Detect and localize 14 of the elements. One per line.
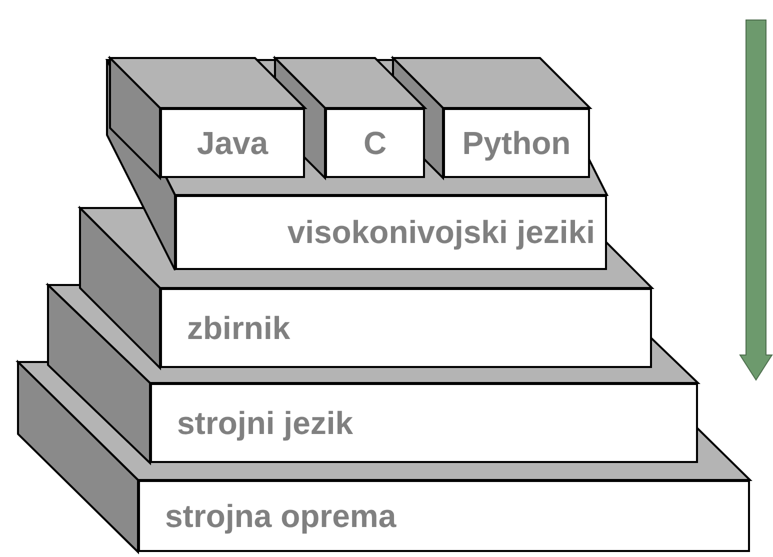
layer-label: visokonivojski jeziki bbox=[287, 214, 595, 251]
layer-box bbox=[160, 108, 305, 178]
layer-label: strojna oprema bbox=[165, 498, 396, 534]
layer-box bbox=[325, 108, 425, 178]
layer-box bbox=[443, 108, 590, 178]
layer-box bbox=[150, 383, 698, 463]
layer-box bbox=[160, 288, 652, 368]
layer-label: strojni jezik bbox=[177, 404, 354, 442]
layer-label: Java bbox=[196, 124, 268, 162]
layer-label: zbirnik bbox=[187, 310, 290, 346]
layer-box bbox=[138, 480, 750, 552]
layer-label: C bbox=[363, 124, 387, 162]
layer-label: Python bbox=[462, 124, 571, 162]
layer-box bbox=[175, 195, 607, 270]
